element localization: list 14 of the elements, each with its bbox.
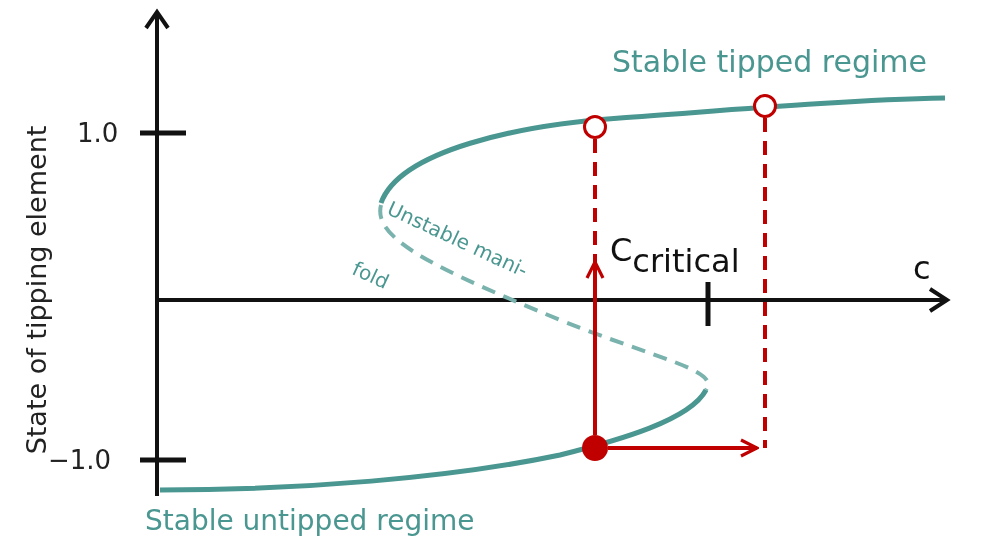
state-dot — [582, 435, 608, 461]
axis-label: State of tipping element — [22, 125, 50, 455]
curve-label: Stable untipped regime — [145, 507, 475, 535]
tick-label: 1.0 — [77, 120, 119, 146]
open-circle — [753, 94, 777, 118]
curve-label: fold — [349, 258, 392, 292]
curve-label: Stable tipped regime — [612, 47, 927, 77]
arrow — [585, 260, 605, 435]
tick-label: −1.0 — [48, 447, 112, 473]
open-circle — [583, 115, 607, 139]
dashed-line — [593, 139, 597, 262]
arrow — [608, 438, 759, 458]
axis-label: c — [913, 252, 931, 284]
dashed-line — [763, 118, 767, 448]
